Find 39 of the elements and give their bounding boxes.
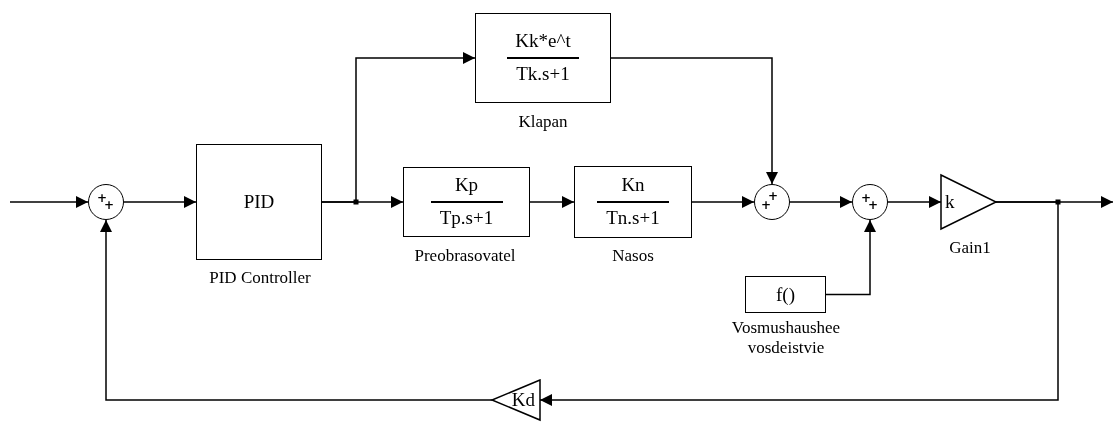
block-label: PID	[243, 191, 275, 213]
denominator: Tn.s+1	[605, 207, 661, 229]
numerator: Kk*e^t	[514, 31, 572, 53]
arrow	[539, 201, 1059, 406]
gain-label: k	[944, 191, 955, 213]
gain-triangle	[492, 380, 540, 420]
arrow	[321, 52, 476, 203]
sum-junction-circle	[754, 184, 790, 220]
arrow	[9, 196, 89, 208]
transfer-function-block	[574, 166, 692, 238]
gain-label: Kd	[511, 389, 536, 411]
block-caption: Klapan	[517, 112, 569, 133]
denominator: Tk.s+1	[515, 63, 571, 85]
arrow	[100, 219, 493, 401]
block-caption: Nasos	[611, 246, 655, 267]
block-label: f()	[776, 283, 795, 306]
plus-sign: +	[761, 199, 772, 211]
arrow	[529, 196, 575, 208]
sum-junction-circle	[852, 184, 888, 220]
block-caption: Vosmushaushee vosdeistvie	[730, 318, 842, 359]
arrow	[691, 196, 755, 208]
gain-triangle	[941, 175, 996, 229]
transfer-function-block	[475, 13, 611, 103]
block-caption: Preobrasovatel	[413, 246, 517, 267]
denominator: Tp.s+1	[438, 207, 495, 229]
arrow	[825, 219, 876, 296]
arrow	[123, 196, 197, 208]
arrow	[789, 196, 853, 208]
transfer-function-block	[403, 167, 530, 237]
plus-sign: +	[768, 190, 779, 202]
block	[745, 276, 826, 313]
sum-junction-circle	[88, 184, 124, 220]
block-caption: PID Controller	[208, 268, 312, 289]
arrow	[887, 196, 942, 208]
numerator: Kn	[620, 175, 646, 197]
block-caption: Gain1	[948, 238, 992, 259]
block	[196, 144, 322, 260]
numerator: Kp	[453, 175, 480, 197]
arrow	[610, 57, 778, 185]
